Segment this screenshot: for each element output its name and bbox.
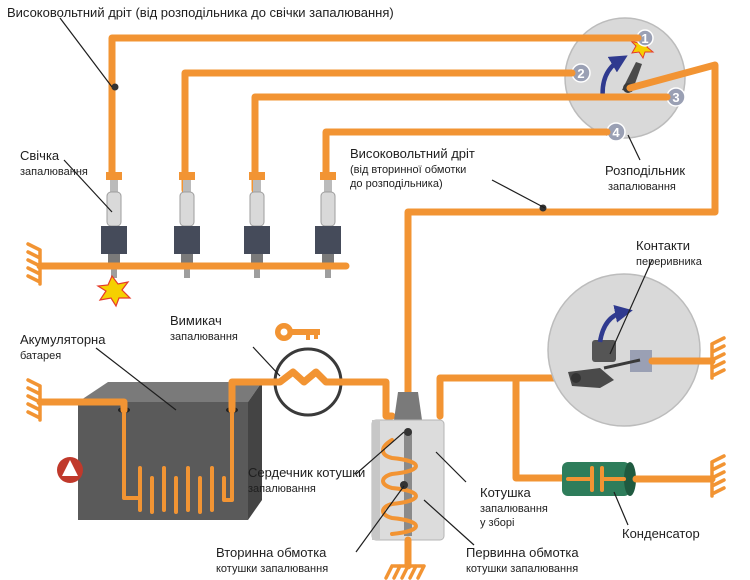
spark-plugs <box>96 172 341 308</box>
condenser <box>562 462 636 496</box>
svg-text:Свічка: Свічка <box>20 148 60 163</box>
svg-text:батарея: батарея <box>20 350 61 362</box>
svg-text:Котушка: Котушка <box>480 485 532 500</box>
ignition-coil <box>371 392 445 541</box>
terminal-label: 4 <box>612 125 620 140</box>
label-battery: Акумуляторна батарея <box>20 332 106 362</box>
svg-text:котушки запалювання: котушки запалювання <box>216 563 328 575</box>
svg-text:(від вторинної обмотки: (від вторинної обмотки <box>350 164 466 176</box>
svg-text:Первинна обмотка: Первинна обмотка <box>466 545 579 560</box>
rotation-arrow-icon <box>597 304 633 343</box>
coil-core <box>404 432 412 536</box>
svg-text:переривника: переривника <box>636 256 703 268</box>
svg-text:Сердечник котушки: Сердечник котушки <box>248 465 365 480</box>
label-secondary-winding: Вторинна обмотка котушки запалювання <box>216 545 328 575</box>
svg-text:Високовольтний дріт: Високовольтний дріт <box>350 146 475 161</box>
primary-wire <box>436 374 572 420</box>
svg-text:запалювання: запалювання <box>20 166 88 178</box>
spark-plug-2 <box>174 172 200 278</box>
coil-ground <box>384 536 426 580</box>
svg-text:Контакти: Контакти <box>636 238 690 253</box>
terminal-label: 1 <box>641 31 648 46</box>
svg-text:запалювання: запалювання <box>480 503 548 515</box>
condenser-wire <box>512 374 566 482</box>
leader-lines <box>59 17 653 553</box>
svg-text:Розподільник: Розподільник <box>605 163 685 178</box>
svg-text:у зборі: у зборі <box>480 517 514 529</box>
breaker-points <box>547 273 701 427</box>
ignition-switch <box>228 323 396 420</box>
svg-text:запалювання: запалювання <box>248 483 316 495</box>
label-spark-plug: Свічка запалювання <box>20 148 88 178</box>
label-ignition-switch: Вимикач запалювання <box>170 313 238 343</box>
svg-text:Вимикач: Вимикач <box>170 313 222 328</box>
svg-text:запалювання: запалювання <box>608 181 676 193</box>
spark-plug-1 <box>101 172 127 278</box>
engine-ground <box>26 242 350 286</box>
label-hv-wire-dist-to-plug: Високовольтний дріт (від розподільника д… <box>7 5 394 20</box>
label-coil-assembly: Котушка запалювання у зборі <box>480 485 548 529</box>
label-coil-core: Сердечник котушки запалювання <box>248 465 365 495</box>
svg-text:котушки запалювання: котушки запалювання <box>466 563 578 575</box>
label-condenser: Конденсатор <box>622 526 700 541</box>
svg-text:Акумуляторна: Акумуляторна <box>20 332 106 347</box>
terminal-label: 3 <box>672 90 679 105</box>
spark-plug-3 <box>244 172 270 278</box>
breaker-ground <box>648 336 726 380</box>
key-icon <box>275 323 320 341</box>
svg-text:до розподільника): до розподільника) <box>350 178 443 190</box>
label-distributor: Розподільник запалювання <box>605 163 685 193</box>
logo-icon <box>57 457 83 483</box>
distributor <box>564 17 686 139</box>
terminal-label: 2 <box>577 66 584 81</box>
spark-plug-4 <box>315 172 341 278</box>
battery-ground <box>26 378 128 422</box>
svg-text:запалювання: запалювання <box>170 331 238 343</box>
label-breaker-points: Контакти переривника <box>636 238 703 268</box>
condenser-ground <box>632 454 726 498</box>
hv-wires-to-plugs <box>108 34 719 396</box>
coil-winding <box>381 438 418 536</box>
svg-text:Вторинна обмотка: Вторинна обмотка <box>216 545 327 560</box>
label-hv-wire-coil: Високовольтний дріт (від вторинної обмот… <box>350 146 475 190</box>
spark-icon <box>96 274 132 308</box>
battery <box>78 382 262 520</box>
label-primary-winding: Первинна обмотка котушки запалювання <box>466 545 579 575</box>
